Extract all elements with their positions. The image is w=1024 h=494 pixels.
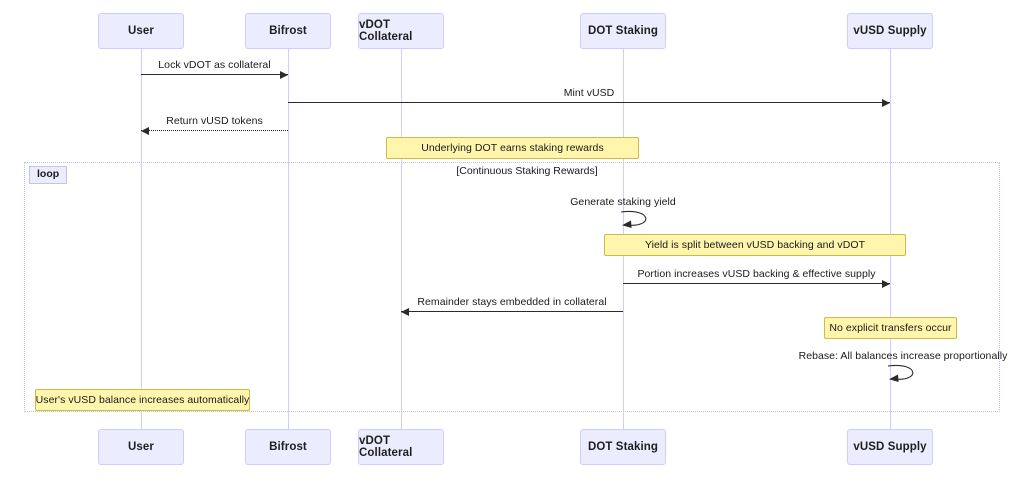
message-line-m5 xyxy=(401,311,623,312)
participant-label: DOT Staking xyxy=(587,441,659,453)
message-line-m4 xyxy=(623,283,890,284)
participant-bottom-bifrost[interactable]: Bifrost xyxy=(245,429,331,465)
lifeline-user xyxy=(141,49,142,429)
participant-top-vdot_collateral[interactable]: vDOT Collateral xyxy=(358,13,444,49)
lifeline-bifrost xyxy=(288,49,289,429)
participant-label: Bifrost xyxy=(269,441,307,453)
message-arrowhead-m2 xyxy=(882,98,890,107)
participant-label: vUSD Supply xyxy=(853,25,927,37)
participant-top-dot_staking[interactable]: DOT Staking xyxy=(580,13,666,49)
message-label-m5: Remainder stays embedded in collateral xyxy=(417,296,607,308)
message-line-m3 xyxy=(141,130,288,131)
participant-label: User xyxy=(128,441,154,453)
participant-bottom-dot_staking[interactable]: DOT Staking xyxy=(580,429,666,465)
message-line-m1 xyxy=(141,74,288,75)
message-arrowhead-m4 xyxy=(882,279,890,288)
participant-label: vUSD Supply xyxy=(853,441,927,453)
participant-label: vDOT Collateral xyxy=(359,19,413,43)
participant-label: Bifrost xyxy=(269,25,307,37)
message-label-m2: Mint vUSD xyxy=(563,87,615,99)
participant-label: DOT Staking xyxy=(587,25,659,37)
note-text: User's vUSD balance increases automatica… xyxy=(35,394,250,406)
participant-bottom-vusd_supply[interactable]: vUSD Supply xyxy=(847,429,933,465)
message-arrowhead-m3 xyxy=(141,126,149,135)
message-label-m4: Portion increases vUSD backing & effecti… xyxy=(637,268,876,280)
participant-label: User xyxy=(128,25,154,37)
participant-top-bifrost[interactable]: Bifrost xyxy=(245,13,331,49)
loop-condition: [Continuous Staking Rewards] xyxy=(456,165,598,177)
loop-frame xyxy=(24,162,1000,412)
note-n1: Underlying DOT earns staking rewards xyxy=(386,137,639,159)
participant-top-vusd_supply[interactable]: vUSD Supply xyxy=(847,13,933,49)
message-label-m3: Return vUSD tokens xyxy=(166,115,263,127)
lifeline-vdot_collateral xyxy=(401,49,402,429)
self-message-arc-s2 xyxy=(886,362,932,389)
note-n3: No explicit transfers occur xyxy=(824,317,957,339)
message-arrowhead-m1 xyxy=(280,70,288,79)
note-text: Underlying DOT earns staking rewards xyxy=(421,142,604,154)
self-message-label-s1: Generate staking yield xyxy=(570,196,676,208)
message-line-m2 xyxy=(288,102,890,103)
loop-label: loop xyxy=(29,166,68,184)
message-label-m1: Lock vDOT as collateral xyxy=(158,59,271,71)
message-arrowhead-m5 xyxy=(401,307,409,316)
note-text: No explicit transfers occur xyxy=(829,322,952,334)
note-text: Yield is split between vUSD backing and … xyxy=(644,239,866,251)
self-message-label-s2: Rebase: All balances increase proportion… xyxy=(798,350,1008,362)
participant-label: vDOT Collateral xyxy=(359,435,413,459)
participant-bottom-user[interactable]: User xyxy=(98,429,184,465)
note-n4: User's vUSD balance increases automatica… xyxy=(35,389,250,411)
self-message-arc-s1 xyxy=(619,208,665,235)
participant-top-user[interactable]: User xyxy=(98,13,184,49)
note-n2: Yield is split between vUSD backing and … xyxy=(604,234,906,256)
participant-bottom-vdot_collateral[interactable]: vDOT Collateral xyxy=(358,429,444,465)
